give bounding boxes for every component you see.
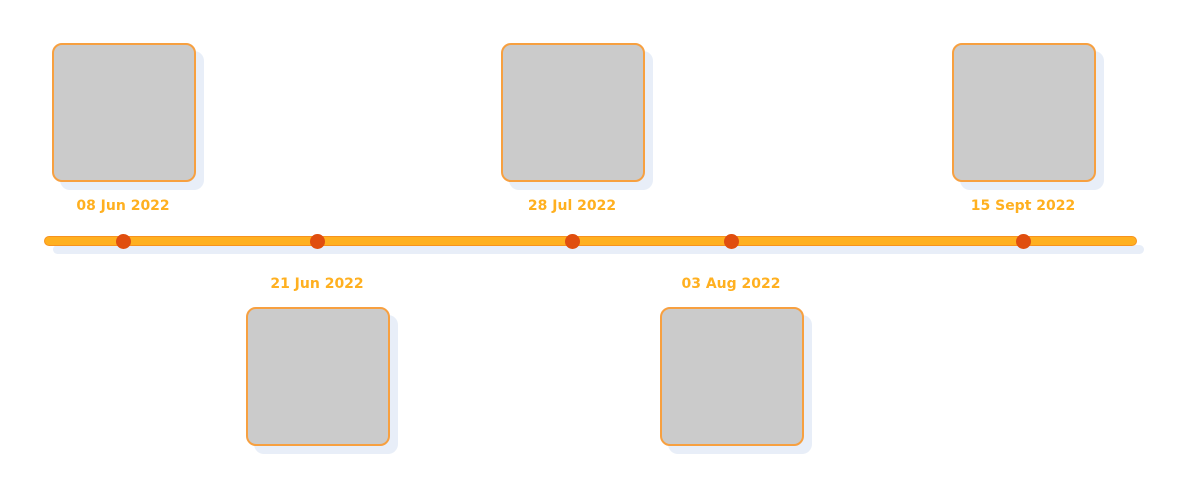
timeline-line — [44, 236, 1137, 246]
milestone-dot — [309, 234, 325, 249]
milestone-card[interactable] — [501, 43, 645, 182]
milestone-date-label: 03 Aug 2022 — [681, 276, 781, 292]
milestone-card[interactable] — [952, 43, 1096, 182]
milestone-card[interactable] — [660, 307, 804, 446]
milestone-dot — [1015, 234, 1031, 249]
milestone-dot — [723, 234, 739, 249]
milestone-date-label: 28 Jul 2022 — [527, 198, 617, 214]
milestone-dot — [115, 234, 131, 249]
milestone-date-label: 21 Jun 2022 — [270, 276, 364, 292]
milestone-card[interactable] — [246, 307, 390, 446]
milestone-date-label: 08 Jun 2022 — [76, 198, 170, 214]
milestone-dot — [564, 234, 580, 249]
milestone-date-label: 15 Sept 2022 — [970, 198, 1076, 214]
milestone-card[interactable] — [52, 43, 196, 182]
timeline-line-shadow — [53, 245, 1144, 254]
